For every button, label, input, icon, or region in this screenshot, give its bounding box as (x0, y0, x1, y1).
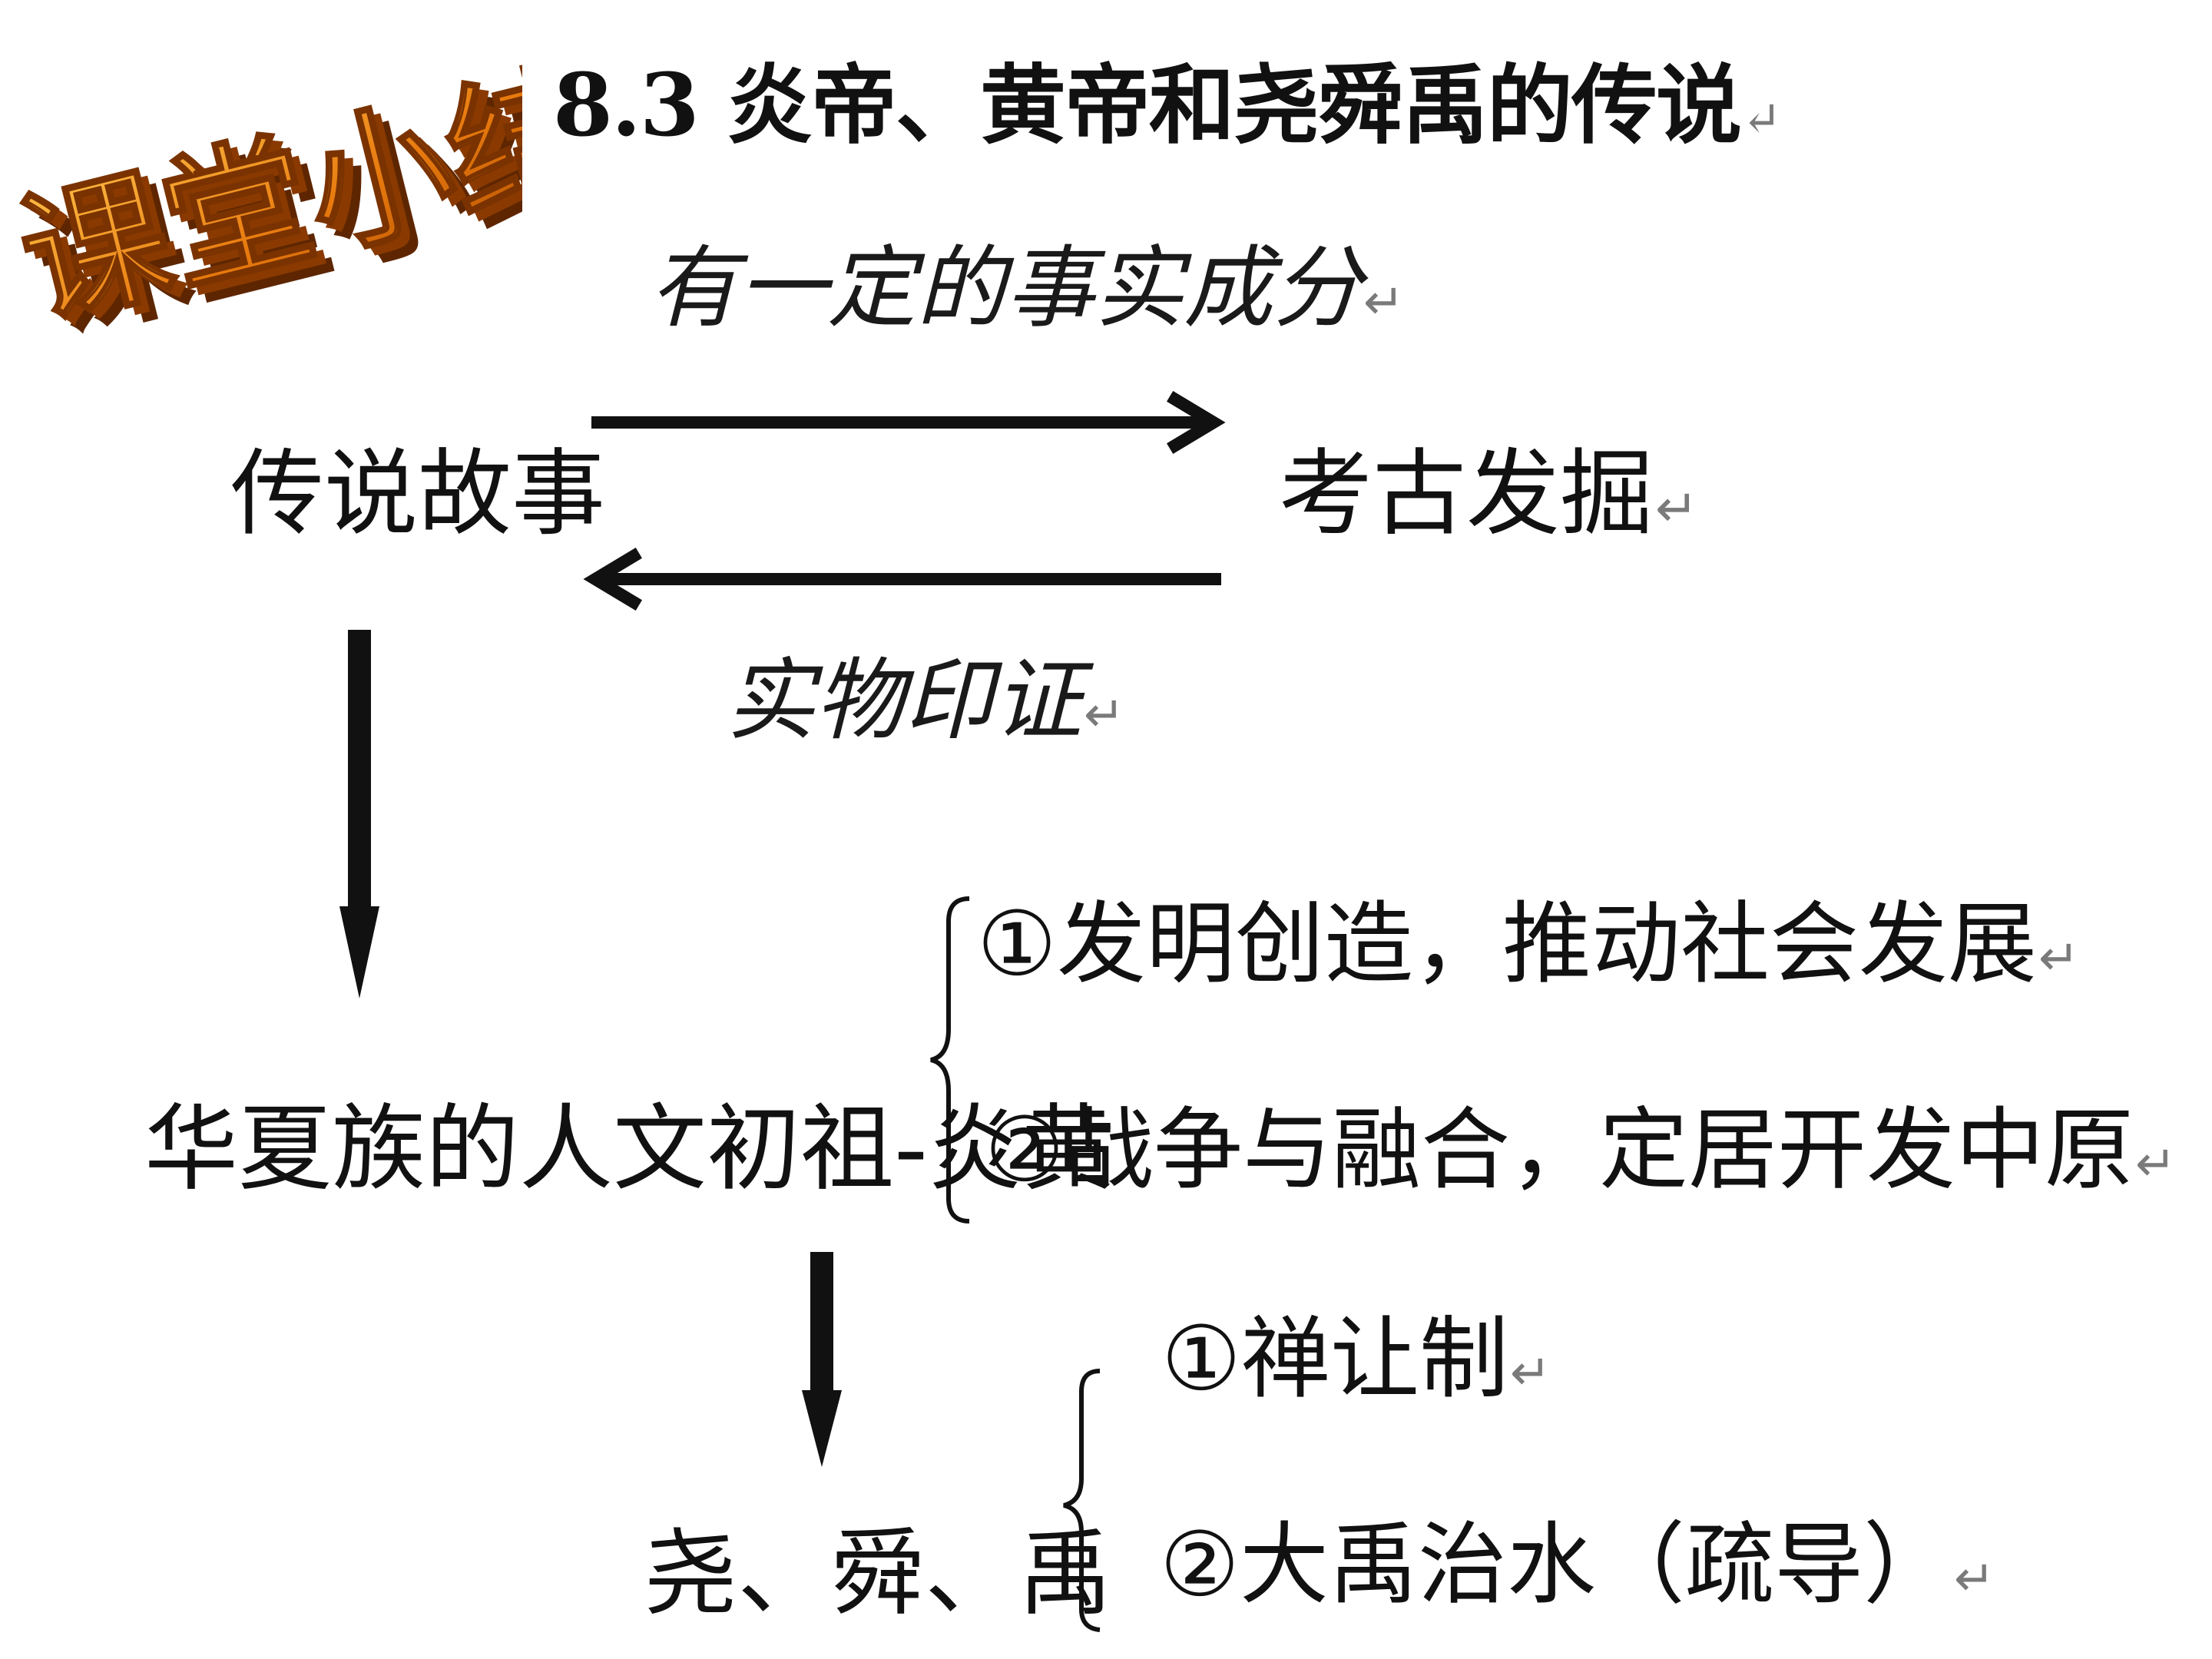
node-archaeology-text: 考古发掘 (1279, 439, 1654, 548)
brace-yao-shun-yu (1063, 1369, 1101, 1632)
brace-ancestors (930, 896, 970, 1224)
yao-point-1-text: ①禅让制 (1161, 1307, 1508, 1411)
arrow-down-2-head (802, 1390, 842, 1467)
arrow-label-evidence-text: 实物印证 (726, 649, 1082, 753)
summary-badge: 课堂小结 课堂小结 课堂小结 (15, 41, 522, 364)
title-text: 8.3 炎帝、黄帝和尧舜禹的传说 (553, 55, 1742, 156)
ancestor-point-2-text: ②战争与融合，定居开发中原 (985, 1098, 2134, 1202)
yao-point-2-text: ②大禹治水（疏导） (1160, 1513, 1952, 1617)
arrow-left-head (583, 548, 642, 611)
return-mark-icon: ↵ (2038, 930, 2080, 987)
yao-point-1: ①禅让制↵ (1161, 1315, 1551, 1404)
node-yao-shun-yu: 尧、舜、禹 (644, 1519, 1112, 1628)
ancestor-point-2: ②战争与融合，定居开发中原↵ (985, 1106, 2176, 1195)
return-mark-icon: ↵ (2135, 1136, 2177, 1193)
return-mark-icon: ↵ (1084, 687, 1125, 743)
arrow-down-1-head (339, 906, 379, 998)
arrow-label-factual: 有一定的事实成分↵ (649, 244, 1404, 333)
ancestor-point-1-text: ①发明创造，推动社会发展 (977, 892, 2037, 996)
node-huaxia-ancestors: 华夏族的人文初祖-炎黄 (144, 1094, 1116, 1204)
ancestor-point-1: ①发明创造，推动社会发展↵ (977, 900, 2079, 989)
node-legend-stories: 传说故事 (230, 439, 605, 548)
return-mark-icon: ↵ (1741, 91, 1782, 147)
arrow-label-evidence: 实物印证↵ (726, 657, 1124, 746)
yao-point-2: ②大禹治水（疏导）↵ (1160, 1521, 1995, 1610)
return-mark-icon: ↵ (1954, 1551, 1995, 1608)
return-mark-icon: ↵ (1363, 274, 1405, 331)
node-archaeology: 考古发掘↵ (1279, 447, 1698, 541)
page-title: 8.3 炎帝、黄帝和尧舜禹的传说↵ (553, 63, 1782, 149)
return-mark-icon: ↵ (1655, 478, 1699, 538)
arrow-label-factual-text: 有一定的事实成分 (649, 237, 1362, 340)
arrow-right-head (1167, 391, 1226, 454)
return-mark-icon: ↵ (1510, 1345, 1551, 1402)
